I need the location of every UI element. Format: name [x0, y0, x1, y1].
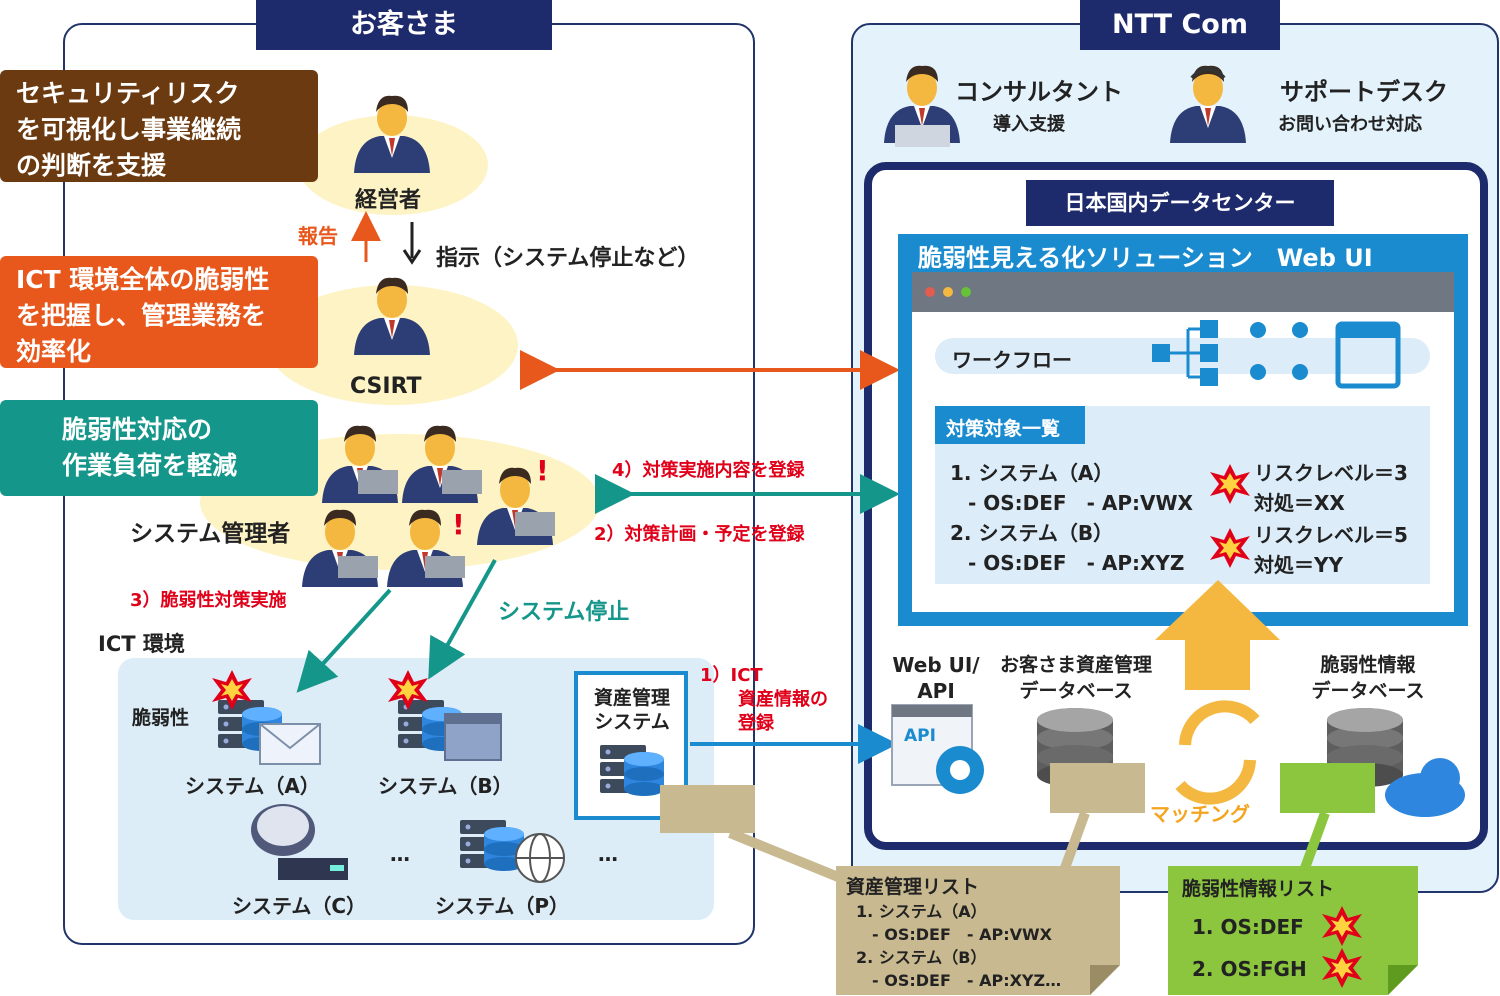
- item-risk: リスクレベル＝5 対処＝YY: [1254, 520, 1408, 580]
- callout-line: セキュリティリスク: [16, 79, 240, 108]
- vuln-list-title: 脆弱性情報リスト: [1182, 878, 1335, 900]
- report-label: 報告: [298, 224, 338, 248]
- system-b-label: システム（B）: [378, 774, 513, 798]
- datacenter-header: 日本国内データセンター: [1026, 180, 1334, 226]
- risk-level: リスクレベル＝3: [1254, 461, 1408, 485]
- csirt-label: CSIRT: [350, 374, 422, 399]
- system-p-label: システム（P）: [435, 894, 570, 918]
- callout-line: 脆弱性対応の: [62, 415, 213, 444]
- step1-label: 1）ICT 資産情報の 登録: [700, 664, 828, 736]
- api-label: Web UI/ API: [884, 652, 988, 704]
- callout-business-continuity: セキュリティリスク を可視化し事業継続 の判断を支援: [0, 70, 318, 182]
- countermeasure-item[interactable]: 1. システム（A） - OS:DEF - AP:VWX: [950, 458, 1193, 518]
- callout-line: を把握し、管理業務を: [16, 301, 267, 330]
- asset-system-line: 資産管理: [593, 687, 670, 709]
- step4-label: 4）対策実施内容を登録: [612, 460, 805, 481]
- step1-line: 1）ICT: [700, 665, 763, 686]
- consultant-title: コンサルタント: [955, 78, 1123, 106]
- asset-db-line: データベース: [1019, 680, 1133, 702]
- system-stop-label: システム停止: [498, 600, 630, 625]
- vulnerability-label: 脆弱性: [132, 707, 190, 729]
- item-system: 1. システム（A）: [950, 461, 1114, 485]
- asset-system-label: 資産管理 システム: [588, 686, 676, 734]
- item-system: 2. システム（B）: [950, 521, 1114, 545]
- item-risk: リスクレベル＝3 対処＝XX: [1254, 458, 1408, 518]
- callout-line: を可視化し事業継続: [16, 115, 242, 144]
- callout-line: 効率化: [16, 337, 92, 366]
- asset-db-label: お客さま資産管理 データベース: [1000, 652, 1152, 704]
- item-detail: - OS:DEF - AP:VWX: [968, 491, 1193, 515]
- risk-action: 対処＝XX: [1254, 491, 1345, 515]
- vuln-db-label: 脆弱性情報 データベース: [1298, 652, 1438, 704]
- alert-mark: !: [536, 454, 549, 487]
- system-c-label: システム（C）: [232, 894, 367, 918]
- sysadmin-label: システム管理者: [130, 521, 291, 547]
- solution-title: 脆弱性見える化ソリューション Web UI: [918, 244, 1373, 272]
- workflow-label[interactable]: ワークフロー: [952, 348, 1072, 372]
- vuln-list-line: 1. OS:DEF: [1192, 915, 1304, 939]
- ellipsis: …: [390, 842, 410, 866]
- support-sub: お問い合わせ対応: [1278, 114, 1422, 135]
- callout-line: ICT 環境全体の脆弱性: [16, 265, 270, 294]
- nttcom-header: NTT Com: [1080, 0, 1280, 50]
- asset-system-line: システム: [594, 711, 670, 733]
- asset-list-title: 資産管理リスト: [846, 876, 980, 898]
- callout-line: 作業負荷を軽減: [62, 451, 238, 480]
- callout-workload: 脆弱性対応の 作業負荷を軽減: [0, 400, 318, 496]
- support-title: サポートデスク: [1280, 78, 1448, 106]
- api-line: Web UI/: [892, 653, 980, 677]
- asset-list-line: - OS:DEF - AP:XYZ…: [856, 971, 1062, 990]
- countermeasure-item[interactable]: 2. システム（B） - OS:DEF - AP:XYZ: [950, 518, 1184, 578]
- ict-env-title: ICT 環境: [98, 632, 185, 656]
- asset-list: 資産管理リスト 1. システム（A） - OS:DEF - AP:VWX 2. …: [846, 874, 1061, 992]
- vuln-db-line: データベース: [1311, 680, 1425, 702]
- api-line: API: [917, 679, 955, 703]
- consultant-sub: 導入支援: [993, 114, 1065, 135]
- alert-mark: !: [452, 508, 465, 541]
- callout-line: の判断を支援: [16, 151, 167, 180]
- step1-line: 資産情報の: [738, 689, 828, 710]
- vuln-list-line: 2. OS:FGH: [1192, 957, 1307, 981]
- api-icon: API: [904, 726, 936, 746]
- ellipsis: …: [598, 842, 618, 866]
- vuln-list: 脆弱性情報リスト 1. OS:DEF 2. OS:FGH: [1182, 874, 1334, 981]
- countermeasure-list-title: 対策対象一覧: [946, 418, 1061, 440]
- step1-line: 登録: [738, 713, 774, 734]
- instruct-label: 指示（システム停止など）: [436, 246, 700, 271]
- executive-label: 経営者: [355, 188, 422, 213]
- system-a-label: システム（A）: [185, 774, 320, 798]
- step3-label: 3）脆弱性対策実施: [130, 590, 287, 611]
- callout-ict-efficiency: ICT 環境全体の脆弱性 を把握し、管理業務を 効率化: [0, 256, 318, 368]
- asset-list-line: 2. システム（B）: [856, 948, 987, 967]
- asset-db-line: お客さま資産管理: [1000, 654, 1153, 676]
- step2-label: 2）対策計画・予定を登録: [594, 524, 805, 545]
- item-detail: - OS:DEF - AP:XYZ: [968, 551, 1185, 575]
- asset-list-line: 1. システム（A）: [856, 902, 987, 921]
- vuln-db-line: 脆弱性情報: [1320, 654, 1416, 676]
- risk-action: 対処＝YY: [1254, 553, 1343, 577]
- matching-label: マッチング: [1150, 802, 1250, 826]
- customer-header: お客さま: [256, 0, 552, 50]
- asset-list-line: - OS:DEF - AP:VWX: [856, 925, 1052, 944]
- risk-level: リスクレベル＝5: [1254, 523, 1408, 547]
